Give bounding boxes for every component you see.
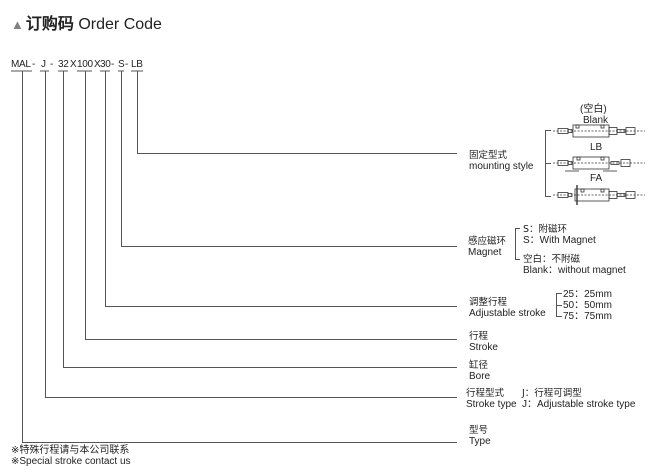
cylinder-fa-icon <box>553 185 645 205</box>
label-stroke: 行程 Stroke <box>469 331 498 353</box>
label-adjustable-stroke: 调整行程 Adjustable stroke <box>469 297 546 319</box>
adjustable-option-75: 75：75mm <box>563 311 612 322</box>
cylinder-icons <box>553 124 645 205</box>
cylinder-lb-icon <box>553 156 645 172</box>
page-title: ▲订购码 Order Code <box>11 10 162 34</box>
bracket-magnet <box>515 228 520 260</box>
code-stroke-type: J <box>41 59 46 70</box>
leader-stroke <box>85 71 457 340</box>
label-magnet: 感应磁环 Magnet <box>468 236 507 258</box>
code-magnet: S <box>118 59 125 70</box>
code-dash: - <box>50 59 54 70</box>
label-bore: 缸径 Bore <box>469 360 491 382</box>
code-mounting: LB <box>131 59 143 70</box>
note-zh: ※特殊行程请与本公司联系 <box>11 445 130 456</box>
stroke-type-option-j: J：行程可调型 J：Adjustable stroke type <box>522 388 636 410</box>
code-stroke: 100 <box>77 59 93 70</box>
leader-mounting <box>137 71 457 154</box>
mount-option-fa: FA <box>590 173 603 184</box>
triangle-icon: ▲ <box>11 17 24 32</box>
leader-bore <box>63 71 457 368</box>
code-dash: - <box>111 59 115 70</box>
code-x: X <box>94 59 101 70</box>
mount-option-lb: LB <box>590 142 603 153</box>
code-model: MAL <box>11 59 31 70</box>
leader-adjustable-stroke <box>105 71 457 307</box>
title-zh: 订购码 <box>25 14 74 33</box>
code-dash: - <box>125 59 129 70</box>
magnet-option-blank: 空白：不附磁 Blank：without magnet <box>523 254 626 276</box>
code-dash: - <box>32 59 36 70</box>
magnet-option-s: S：附磁环 S：With Magnet <box>523 224 596 246</box>
label-mounting-style: 固定型式 mounting style <box>469 150 534 172</box>
code-adjustable-stroke: 30 <box>100 59 111 70</box>
title-en: Order Code <box>78 16 162 33</box>
code-bore: 32 <box>58 59 69 70</box>
leader-stroke-type <box>45 71 457 398</box>
label-stroke-type: 行程型式 Stroke type <box>466 388 517 410</box>
label-type: 型号 Type <box>469 425 491 447</box>
mount-option-blank: Blank <box>583 115 609 126</box>
adjustable-option-50: 50：50mm <box>563 300 612 311</box>
cylinder-blank-icon <box>553 124 645 138</box>
leader-magnet <box>121 71 457 247</box>
adjustable-option-25: 25：25mm <box>563 289 612 300</box>
mount-option-blank-zh: (空白) <box>580 104 607 115</box>
note-en: ※Special stroke contact us <box>11 456 131 467</box>
code-x: X <box>70 59 77 70</box>
leader-type <box>22 71 457 443</box>
